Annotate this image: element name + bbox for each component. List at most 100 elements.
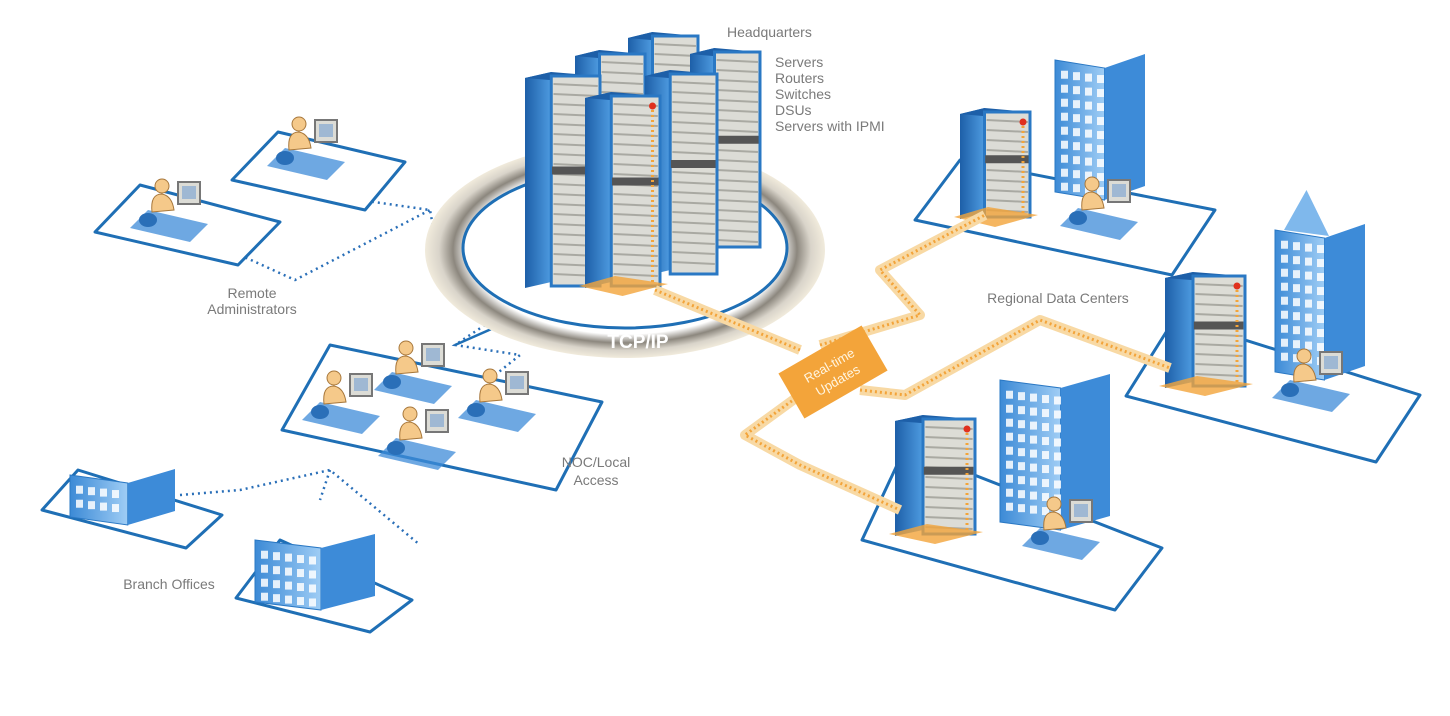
building-window [1030,421,1037,430]
branch-offices-label: Branch Offices [123,576,215,592]
update-path [743,393,901,512]
building-window [1061,126,1068,135]
regional-building-2 [1274,190,1365,381]
building-window [1018,504,1025,513]
building-window [1054,452,1061,461]
chair-icon [139,213,157,227]
building-window [1305,243,1312,252]
person-body [1043,511,1067,531]
building-window [1073,86,1080,95]
building-window [1073,100,1080,109]
remote-admin-1 [267,116,345,180]
building-window [1061,98,1068,107]
rack-unit [925,506,973,510]
rack-unit [716,239,758,243]
person-body [323,385,347,405]
building-window [273,580,280,589]
building-window [1317,329,1324,338]
building-window [1293,340,1300,349]
rack-base [579,276,668,296]
building-window [1030,393,1037,402]
rack-unit [613,153,658,157]
hq-item-dsus: DSUs [775,102,812,118]
building-window [1042,409,1049,418]
building-window [1042,479,1049,488]
building-window [1073,114,1080,123]
rack-unit [613,253,658,257]
building-window [297,597,304,606]
building-side [1324,224,1365,380]
rack-unit [672,101,715,105]
rack-unit [716,189,758,193]
person-body [1081,191,1105,211]
building-window [1061,140,1068,149]
rack-side [960,108,985,219]
monitor-screen [426,348,440,361]
chair-icon [387,441,405,455]
monitor-screen [510,376,524,389]
building-window [1305,257,1312,266]
building-window [1030,463,1037,472]
building-window [1281,324,1288,333]
building-window [1054,466,1061,475]
rack-unit [1195,373,1243,377]
noc-operator [302,370,380,434]
rack-band [985,155,1029,164]
building-window [1097,103,1104,112]
building-window [1073,156,1080,165]
regional-building-1 [1054,54,1145,201]
hq-item-switches: Switches [775,86,831,102]
remote-admins-label-2: Administrators [207,301,296,317]
rack-unit [613,133,658,137]
rack-unit [601,61,643,65]
person-body [288,131,312,151]
building-window [1085,129,1092,138]
chair-icon [383,375,401,389]
building-window [1085,87,1092,96]
rack-unit [986,139,1028,143]
building-window [1006,432,1013,441]
chair-icon [467,403,485,417]
rack-unit [716,149,758,153]
person-body [395,355,419,375]
building-window [273,594,280,603]
building-window [285,567,292,576]
building-window [273,566,280,575]
chair-icon [311,405,329,419]
building-window [297,583,304,592]
building-side [321,534,375,610]
rack-unit [1195,303,1243,307]
rack-unit [1195,343,1243,347]
rack-unit [716,129,758,133]
noc-label-1: NOC/Local [562,454,630,470]
building-window [88,501,95,510]
building-window [1073,142,1080,151]
rack-unit [672,81,715,85]
remote-admins-label-1: Remote [227,285,276,301]
building-window [1018,406,1025,415]
update-path-glow [859,315,1172,400]
regional-rack [954,108,1038,227]
rack-unit [613,113,658,117]
building-window [1061,154,1068,163]
person-head [1084,176,1100,192]
building-window [1085,101,1092,110]
rack-unit [672,211,715,215]
rack-unit [925,476,973,480]
rack-side [1165,272,1193,388]
rack-unit [654,53,696,57]
building-window [1085,157,1092,166]
rack-band [923,466,974,475]
building-window [1281,282,1288,291]
noc-operator [374,340,452,404]
person-head [1046,496,1062,512]
building-window [1054,410,1061,419]
rack-unit [553,83,598,87]
building-window [1281,310,1288,319]
regional-operator-2 [1272,348,1350,412]
building-window [1042,507,1049,516]
monitor-screen [430,414,444,427]
dotted-link [179,468,421,546]
regional-rack [889,415,983,544]
chair-icon [1069,211,1087,225]
